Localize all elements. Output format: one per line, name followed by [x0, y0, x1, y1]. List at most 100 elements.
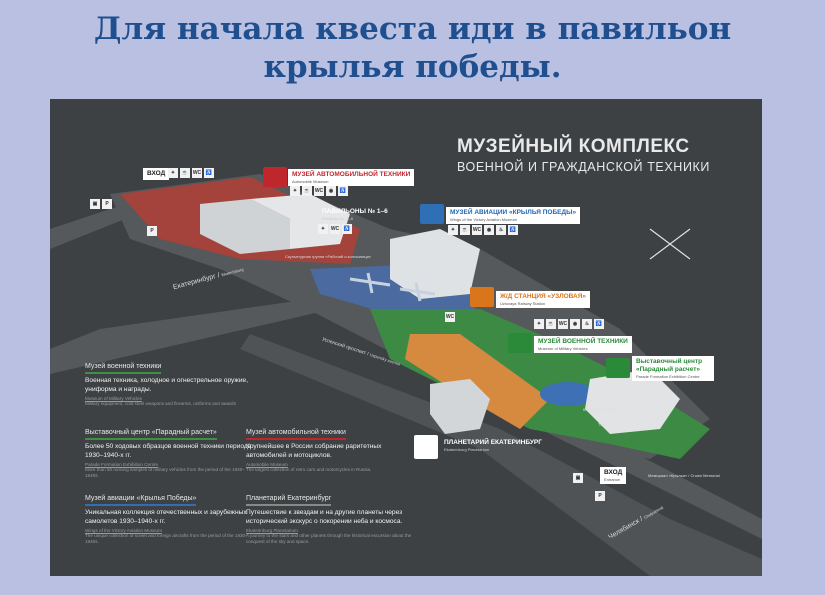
shop-icon: ✦	[448, 225, 458, 235]
tank-icon	[508, 333, 532, 353]
auto-museum-icons: ✦ ☕ WC ◉ ♿	[290, 186, 348, 196]
info-text: Более 50 ходовых образцов военной техник…	[85, 443, 252, 459]
shop-icon: ✦	[534, 319, 544, 329]
pavilions-en: Pavilions No. 1–6	[322, 216, 354, 221]
planetarium-label: ПЛАНЕТАРИЙ ЕКАТЕРИНБУРГ Ekaterinburg Pla…	[440, 437, 546, 454]
accessibility-icon: ♿	[338, 186, 348, 196]
info-en-title: Parade Formation Exhibition Centre	[85, 462, 159, 467]
parade-label: Выставочный центр «Парадный расчет» Para…	[632, 356, 714, 381]
wc-icon: WC	[558, 319, 568, 329]
map-drawing	[50, 174, 762, 576]
cafe-icon: ☕	[302, 186, 312, 196]
entrance-bottom-en: Entrance	[604, 477, 621, 482]
parking-left-icons: ▣ P	[90, 199, 112, 209]
wc-icon: WC	[445, 312, 455, 322]
sculptures-note: Скульптурная группа «Рабочий и колхозниц…	[285, 254, 372, 259]
info-en-title: Automobile Museum	[246, 462, 288, 467]
shop-icon: ✦	[290, 186, 300, 196]
pavilions-icons: ✦ WC ♿	[318, 224, 352, 234]
camera-icon: ◉	[326, 186, 336, 196]
info-en-text: Military equipment, cold steel weapons a…	[85, 401, 236, 406]
pavilions-title: ПАВИЛЬОНЫ № 1–6	[322, 208, 388, 215]
planetarium-en: Ekaterinburg Planetarium	[444, 447, 490, 452]
entrance-bottom-title: ВХОД	[604, 469, 623, 476]
parking-icon: P	[147, 226, 157, 236]
info-planetarium: Планетарий Екатеринбург Путешествие к зв…	[246, 485, 421, 545]
aircraft-1	[349, 272, 391, 294]
entrance-bottom-label: ВХОД Entrance	[600, 467, 627, 484]
aviation-en: Wings of the Victory Aviation Museum	[450, 217, 517, 222]
cafe-icon: ☕	[460, 225, 470, 235]
car-icon	[263, 167, 287, 187]
camera-icon: ◉	[484, 225, 494, 235]
museum-map: МУЗЕЙНЫЙ КОМПЛЕКС ВОЕННОЙ И ГРАЖДАНСКОЙ …	[50, 99, 762, 576]
road-uspensky	[240, 334, 762, 576]
info-en-text: More than 50 running samples of military…	[85, 467, 245, 478]
accessibility-icon: ♿	[204, 168, 214, 178]
planetarium-title: ПЛАНЕТАРИЙ ЕКАТЕРИНБУРГ	[444, 439, 542, 446]
military-icons: ✦ ☕ WC ◉ ♨ ♿	[534, 319, 604, 329]
auto-museum-en: Automobile Museum	[292, 179, 329, 184]
headline-line-2: крылья победы.	[263, 49, 562, 85]
auto-museum-label: МУЗЕЙ АВТОМОБИЛЬНОЙ ТЕХНИКИ Automobile M…	[288, 169, 415, 186]
parade-en: Parade Formation Exhibition Centre	[636, 374, 700, 379]
info-en-title: Ekaterinburg Planetarium	[246, 528, 298, 533]
wc-icon: WC	[472, 225, 482, 235]
parade-title: Выставочный центр «Парадный расчет»	[636, 358, 703, 373]
parking-icon: P	[595, 491, 605, 501]
info-text: Военная техника, холодное и огнестрельно…	[85, 377, 249, 393]
info-en-text: A journey to the stars and other planets…	[246, 533, 412, 544]
cafe-icon: ☕	[546, 319, 556, 329]
parade-tank-icon	[606, 358, 630, 378]
parking-icon: P	[102, 199, 112, 209]
auto-museum-title: МУЗЕЙ АВТОМОБИЛЬНОЙ ТЕХНИКИ	[292, 171, 411, 178]
info-en-title: Museum of Military Vehicles	[85, 396, 142, 401]
wc-icon: WC	[314, 186, 324, 196]
map-subtitle: ВОЕННОЙ И ГРАЖДАНСКОЙ ТЕХНИКИ	[457, 160, 710, 174]
info-auto: Музей автомобильной техники Крупнейшее в…	[246, 419, 421, 473]
bike-icon: ♨	[582, 319, 592, 329]
entrance-top-label: ВХОД	[143, 168, 170, 180]
info-text: Уникальная коллекция отечественных и зар…	[85, 509, 247, 525]
info-title: Планетарий Екатеринбург	[246, 495, 332, 506]
pavilions-label: ПАВИЛЬОНЫ № 1–6 Pavilions No. 1–6	[318, 206, 392, 223]
aviation-title: МУЗЕЙ АВИАЦИИ «КРЫЛЬЯ ПОБЕДЫ»	[450, 209, 577, 216]
accessibility-icon: ♿	[508, 225, 518, 235]
karting-label: КАРТИНГ / КАТОК	[583, 407, 617, 412]
bus-icon: ▣	[90, 199, 100, 209]
info-en-text: The largest collection of retro cars and…	[246, 467, 372, 472]
info-title: Музей авиации «Крылья Победы»	[85, 495, 197, 506]
parking-bottom: P	[595, 491, 605, 501]
info-title: Музей военной техники	[85, 363, 162, 374]
map-title: МУЗЕЙНЫЙ КОМПЛЕКС	[457, 136, 690, 157]
zone-orange	[405, 334, 550, 429]
headline: Для начала квеста иди в павильон крылья …	[0, 10, 825, 86]
wc-railway: WC	[445, 312, 455, 322]
memorial-note: Мемориал «Крылья» / Crown Memorial	[648, 473, 720, 478]
planetarium-icon	[414, 435, 438, 459]
building-pavilions-2	[250, 194, 350, 249]
plane-icon	[420, 204, 444, 224]
aviation-icons: ✦ ☕ WC ◉ ♨ ♿	[448, 225, 518, 235]
bike-icon: ♨	[496, 225, 506, 235]
info-aviation: Музей авиации «Крылья Победы» Уникальная…	[85, 485, 255, 545]
parking-center: P	[147, 226, 157, 236]
accessibility-icon: ♿	[342, 224, 352, 234]
wc-icon: WC	[192, 168, 202, 178]
info-parade: Выставочный центр «Парадный расчет» Боле…	[85, 419, 255, 479]
bus-icon: ▣	[573, 473, 583, 483]
railway-title: Ж/Д СТАНЦИЯ «УЗЛОВАЯ»	[500, 293, 587, 300]
aviation-label: МУЗЕЙ АВИАЦИИ «КРЫЛЬЯ ПОБЕДЫ» Wings of t…	[446, 207, 581, 224]
building-planetarium	[430, 379, 490, 434]
railway-label: Ж/Д СТАНЦИЯ «УЗЛОВАЯ» Uzlovaya Railway S…	[496, 291, 591, 308]
railway-en: Uzlovaya Railway Station	[500, 301, 546, 306]
military-title: МУЗЕЙ ВОЕННОЙ ТЕХНИКИ	[538, 338, 628, 345]
accessibility-icon: ♿	[594, 319, 604, 329]
info-title: Выставочный центр «Парадный расчет»	[85, 429, 217, 440]
info-text: Крупнейшее в России собрание раритетных …	[246, 443, 382, 459]
pond-1	[540, 382, 596, 406]
info-title: Музей автомобильной техники	[246, 429, 346, 440]
military-en: Museum of Military Vehicles	[538, 346, 588, 351]
entrance-bottom-icons: ▣	[573, 473, 583, 483]
aircraft-2	[399, 282, 436, 302]
